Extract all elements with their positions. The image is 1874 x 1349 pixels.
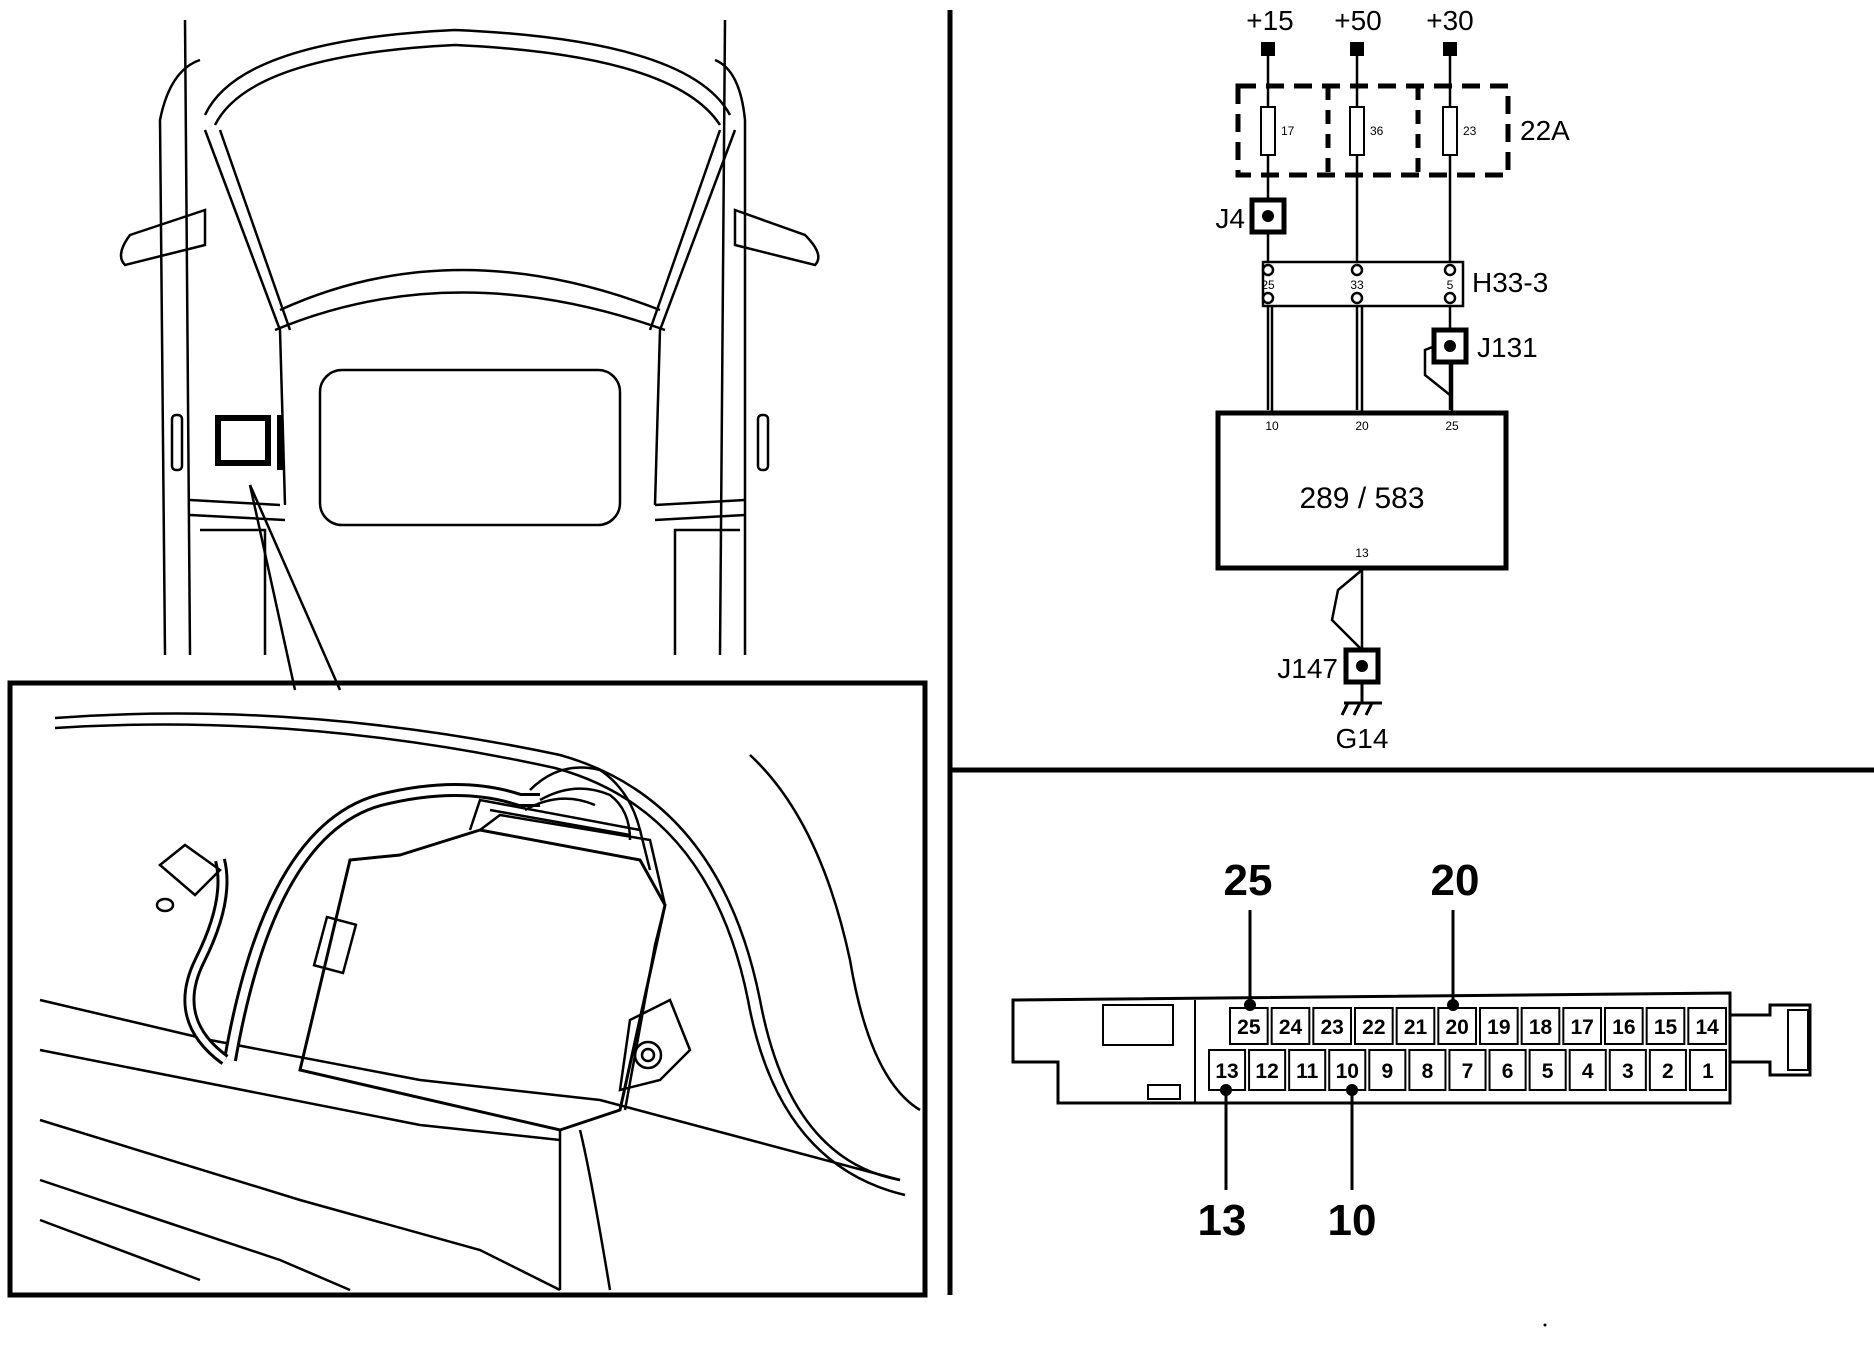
fuse-number-17: 17 [1281,124,1295,138]
module-pin-20: 20 [1355,419,1369,433]
pin-cell [1312,1007,1353,1045]
pin-number: 2 [1662,1060,1674,1083]
supply-label-50: +50 [1334,5,1382,36]
pin-number: 3 [1622,1060,1634,1083]
pin-cell [1648,1049,1687,1091]
pin-cell [1328,1049,1367,1091]
fuse-number-23: 23 [1463,124,1477,138]
pin-number: 20 [1445,1016,1468,1039]
h33-pin-33: 33 [1350,278,1364,292]
junction-j4-label: J4 [1215,203,1245,234]
pin-number: 9 [1382,1060,1394,1083]
pin-cell [1488,1049,1527,1091]
pin-number: 22 [1362,1016,1385,1039]
junction-j4 [1249,197,1287,235]
wiring-schematic: +15 +50 +30 17 36 23 2 [1215,5,1570,754]
pin-number: 4 [1582,1060,1594,1083]
connector-bottom-row: 13 12 11 10 9 8 7 6 5 4 3 2 1 [1208,1049,1728,1091]
supply-terminals [1261,42,1457,56]
junction-j147-label: J147 [1277,653,1338,684]
pin-cell [1528,1049,1567,1091]
ground-symbol [1340,682,1382,716]
module-feed-wires [1270,306,1454,413]
pin-cell [1448,1049,1487,1091]
pin-cell [1288,1049,1327,1091]
detail-view [7,680,928,1298]
pin-number: 24 [1279,1016,1303,1039]
h33-pin-5: 5 [1447,278,1454,292]
pin-number: 12 [1255,1060,1278,1083]
module-pin-13: 13 [1355,546,1369,560]
scan-speck [1543,1323,1547,1327]
pin-cell [1520,1007,1561,1045]
pin-number: 5 [1542,1060,1554,1083]
pin-number: 10 [1336,1060,1359,1083]
junction-j131 [1431,327,1469,365]
pin-cell [1688,1049,1728,1091]
junction-j131-label: J131 [1477,332,1538,363]
fuse-block-label: 22A [1520,115,1570,146]
connector-h33-3 [1261,260,1465,308]
module-pin-10: 10 [1265,419,1279,433]
pin-number: 21 [1404,1016,1428,1039]
module-pin-25: 25 [1445,419,1459,433]
pin-cell [1604,1007,1644,1045]
ground-label: G14 [1336,723,1389,754]
callout-dots [1220,999,1459,1096]
callout-lines [1224,910,1455,1190]
pin-cell [1645,1007,1686,1045]
connector-label: H33-3 [1472,267,1548,298]
supply-label-15: +15 [1246,5,1294,36]
pin-cell [1568,1049,1607,1091]
pin-number: 1 [1702,1060,1714,1083]
pin-number: 13 [1215,1060,1238,1083]
connector-top-row: 25 24 23 22 21 20 19 18 17 16 15 14 [1229,1007,1728,1045]
pin-number: 7 [1462,1060,1474,1083]
fuse-number-36: 36 [1370,124,1384,138]
pin-number: 25 [1237,1016,1261,1039]
pin-cell [1479,1007,1519,1045]
pin-cell [1608,1049,1647,1091]
pin-number: 14 [1695,1016,1719,1039]
pin-cell [1408,1049,1447,1091]
pin-cell [1562,1007,1603,1045]
pin-number: 8 [1422,1060,1434,1083]
callout-pin-20: 20 [1431,856,1480,905]
pin-cell [1270,1007,1311,1045]
module-label: 289 / 583 [1299,482,1424,515]
pin-number: 23 [1320,1016,1343,1039]
car-top-view [119,19,820,691]
pin-number: 17 [1570,1016,1593,1039]
supply-label-30: +30 [1426,5,1474,36]
pin-cell [1395,1007,1436,1045]
callout-pin-10: 10 [1328,1196,1377,1245]
pin-number: 19 [1487,1016,1510,1039]
pin-number: 18 [1529,1016,1553,1039]
fuse-block [1235,83,1511,178]
pin-number: 6 [1502,1060,1514,1083]
pin-number: 15 [1654,1016,1678,1039]
panel-dividers [947,10,1874,1295]
pin-cell [1248,1049,1287,1091]
callout-pin-25: 25 [1224,856,1273,905]
junction-j147 [1343,647,1381,685]
pin-cell [1354,1007,1394,1045]
pin-cell [1368,1049,1407,1091]
pin-cell [1687,1007,1728,1045]
callout-pin-13: 13 [1198,1196,1247,1245]
pin-number: 16 [1612,1016,1635,1039]
h33-pin-25: 25 [1261,278,1275,292]
pin-number: 11 [1296,1060,1319,1083]
module-box [1215,410,1509,571]
